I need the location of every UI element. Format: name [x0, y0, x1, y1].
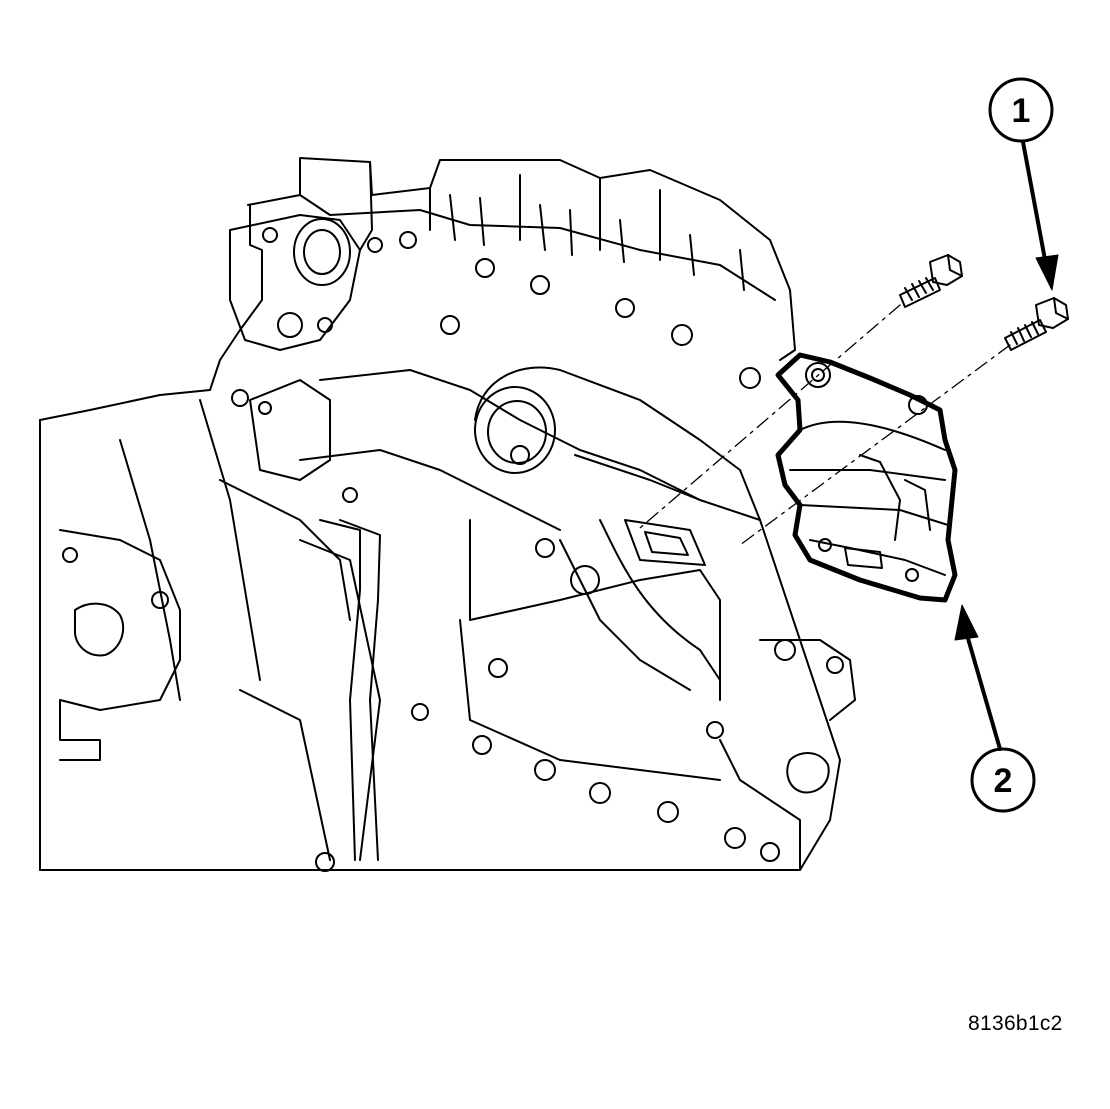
callout-2 — [954, 604, 1036, 813]
engine-block-outline — [39, 157, 856, 872]
callout-1 — [988, 77, 1059, 291]
bolt-right — [1004, 297, 1069, 351]
egr-valve — [775, 352, 958, 603]
callout-number-2: 2 — [994, 762, 1013, 800]
bolt-left — [899, 254, 963, 308]
callout-number-1: 1 — [1012, 92, 1031, 130]
alignment-dashed-lines — [639, 304, 1011, 546]
figure-id-label: 8136b1c2 — [968, 1012, 1063, 1035]
